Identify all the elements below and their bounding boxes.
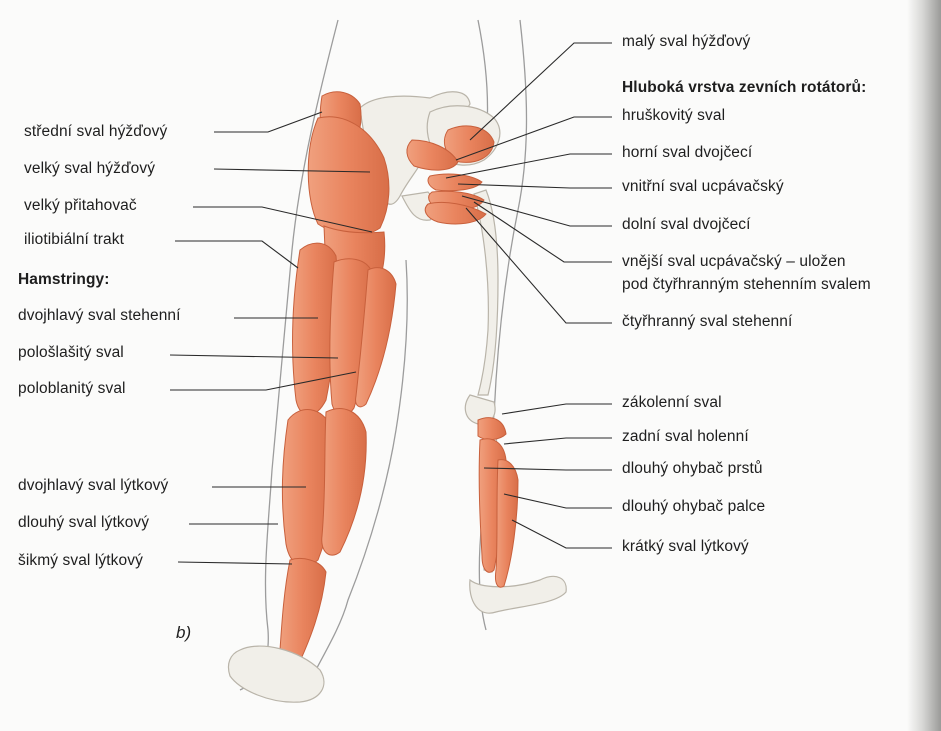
label-vnitrni-sval-ucpavacsky: vnitřní sval ucpávačský	[622, 178, 784, 196]
label-poloblanity-sval: poloblanitý sval	[18, 380, 126, 398]
label-hruskovity-sval: hruškovitý sval	[622, 107, 725, 125]
label-zakolenni-sval: zákolenní sval	[622, 394, 722, 412]
label-dvojhlavy-sval-stehenni: dvojhlavý sval stehenní	[18, 307, 181, 325]
label-dlouhy-ohybac-palce: dlouhý ohybač palce	[622, 498, 765, 516]
label-dolni-sval-dvojceci: dolní sval dvojčecí	[622, 216, 751, 234]
label-vnejsi-sval-ucpavacsky-line2: pod čtyřhranným stehenním svalem	[622, 276, 922, 294]
label-velky-pritahovac: velký přitahovač	[24, 197, 137, 215]
label-poloslasity-sval: pološlašitý sval	[18, 344, 124, 362]
label-iliotibialni-trakt: iliotibiální trakt	[24, 231, 124, 249]
left-leg-muscles	[280, 92, 396, 674]
label-vnejsi-sval-ucpavacsky-line1: vnější sval ucpávačský – uložen	[622, 253, 846, 271]
feet	[228, 646, 323, 702]
label-ctyrhranny-sval-stehenni: čtyřhranný sval stehenní	[622, 313, 792, 331]
label-dlouhy-ohybac-prstu: dlouhý ohybač prstů	[622, 460, 763, 478]
label-kratky-sval-lytkovy: krátký sval lýtkový	[622, 538, 749, 556]
label-maly-sval-hyzdovy: malý sval hýžďový	[622, 33, 750, 51]
label-velky-sval-hyzdovy: velký sval hýžďový	[24, 160, 155, 178]
page-edge-shadow	[907, 0, 941, 731]
label-zadni-sval-holenni: zadní sval holenní	[622, 428, 749, 446]
heading-hluboka-vrstva: Hluboká vrstva zevních rotátorů:	[622, 79, 920, 97]
label-dlouhy-sval-lytkovy: dlouhý sval lýtkový	[18, 514, 149, 532]
label-stredni-sval-hyzdovy: střední sval hýžďový	[24, 123, 167, 141]
pelvis-bones	[360, 92, 566, 613]
panel-label: b)	[176, 624, 191, 642]
heading-hamstringy: Hamstringy:	[18, 271, 110, 289]
label-horni-sval-dvojceci: horní sval dvojčecí	[622, 144, 752, 162]
label-dvojhlavy-sval-lytkovy: dvojhlavý sval lýtkový	[18, 477, 168, 495]
label-sikmy-sval-lytkovy: šikmý sval lýtkový	[18, 552, 143, 570]
